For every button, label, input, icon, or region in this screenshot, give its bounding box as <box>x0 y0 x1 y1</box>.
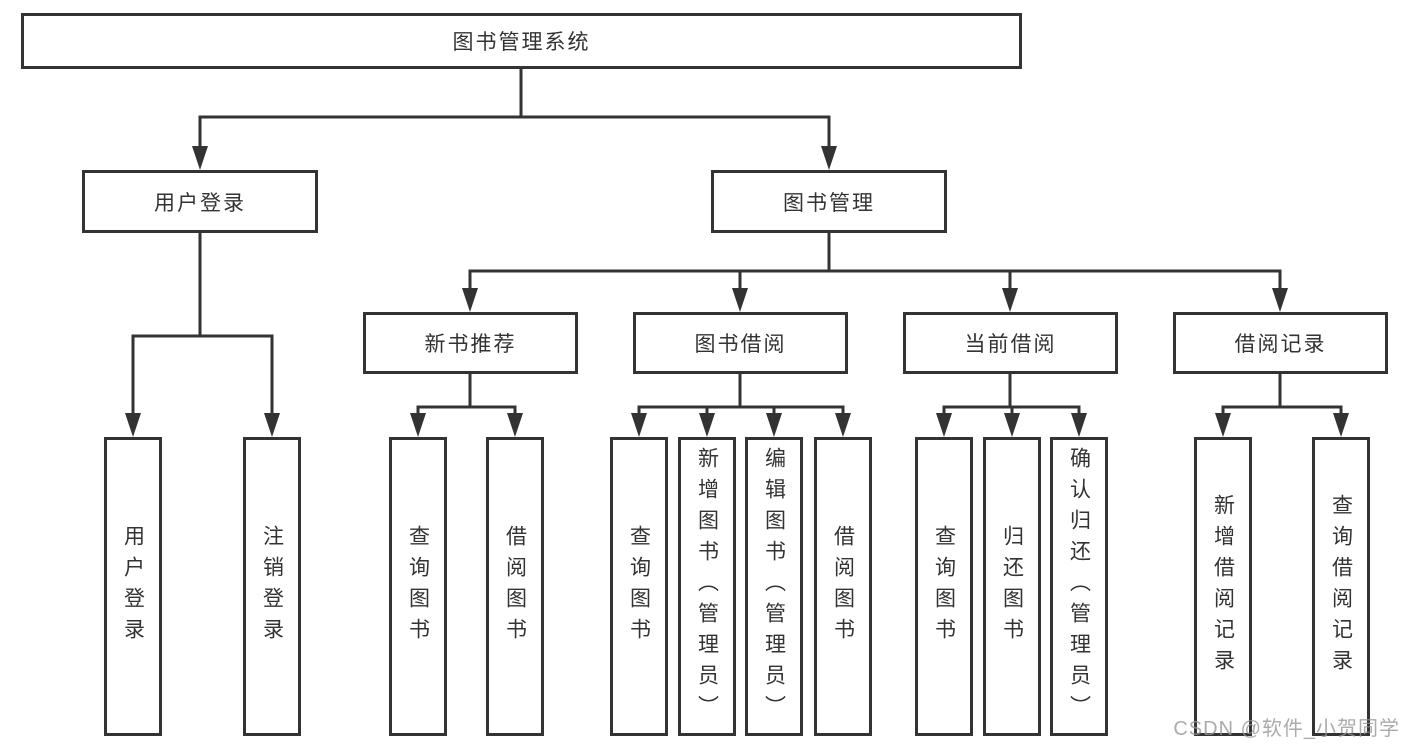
node-user-login: 用户登录 <box>82 170 318 233</box>
node-current-borrow: 当前借阅 <box>903 312 1118 374</box>
leaf-return-books-label: 归还图书 <box>1000 524 1024 649</box>
node-current-borrow-label: 当前借阅 <box>964 333 1057 356</box>
leaf-borrow-books: 借阅图书 <box>814 437 872 736</box>
leaf-return-books: 归还图书 <box>983 437 1041 736</box>
leaf-confirm-return-admin-label: 确认归还（管理员） <box>1067 447 1091 726</box>
leaf-query-books-borrow: 查询图书 <box>610 437 668 736</box>
csdn-watermark: CSDN @软件_小贺同学 <box>1173 718 1400 740</box>
leaf-logout-label: 注销登录 <box>260 524 284 649</box>
leaf-confirm-return-admin: 确认归还（管理员） <box>1050 437 1108 736</box>
leaf-add-books-admin-label: 新增图书（管理员） <box>695 447 719 726</box>
leaf-logout: 注销登录 <box>243 437 301 736</box>
node-user-login-label: 用户登录 <box>154 191 246 215</box>
leaf-query-books-current-label: 查询图书 <box>932 524 956 649</box>
node-book-management: 图书管理 <box>711 170 947 233</box>
leaf-borrow-books-recommend-label: 借阅图书 <box>503 524 527 649</box>
node-root: 图书管理系统 <box>21 13 1022 69</box>
leaf-add-books-admin: 新增图书（管理员） <box>678 437 736 736</box>
leaf-edit-books-admin-label: 编辑图书（管理员） <box>762 447 786 726</box>
node-new-book-recommend-label: 新书推荐 <box>424 333 517 356</box>
leaf-borrow-books-label: 借阅图书 <box>831 524 855 649</box>
leaf-query-books-recommend: 查询图书 <box>389 437 447 736</box>
leaf-query-books-recommend-label: 查询图书 <box>406 524 430 649</box>
node-root-label: 图书管理系统 <box>452 31 591 54</box>
leaf-query-books-borrow-label: 查询图书 <box>627 524 651 649</box>
leaf-query-books-current: 查询图书 <box>915 437 973 736</box>
leaf-query-borrow-record: 查询借阅记录 <box>1312 437 1370 736</box>
node-book-borrow: 图书借阅 <box>633 312 848 374</box>
leaf-user-login: 用户登录 <box>104 437 162 736</box>
node-book-management-label: 图书管理 <box>783 191 875 215</box>
node-book-borrow-label: 图书借阅 <box>694 333 787 356</box>
leaf-query-borrow-record-label: 查询借阅记录 <box>1329 493 1353 680</box>
node-new-book-recommend: 新书推荐 <box>363 312 578 374</box>
node-borrow-records: 借阅记录 <box>1173 312 1388 374</box>
leaf-add-borrow-record-label: 新增借阅记录 <box>1211 493 1235 680</box>
leaf-user-login-label: 用户登录 <box>121 524 145 649</box>
leaf-edit-books-admin: 编辑图书（管理员） <box>745 437 803 736</box>
node-borrow-records-label: 借阅记录 <box>1234 333 1327 356</box>
leaf-add-borrow-record: 新增借阅记录 <box>1194 437 1252 736</box>
leaf-borrow-books-recommend: 借阅图书 <box>486 437 544 736</box>
